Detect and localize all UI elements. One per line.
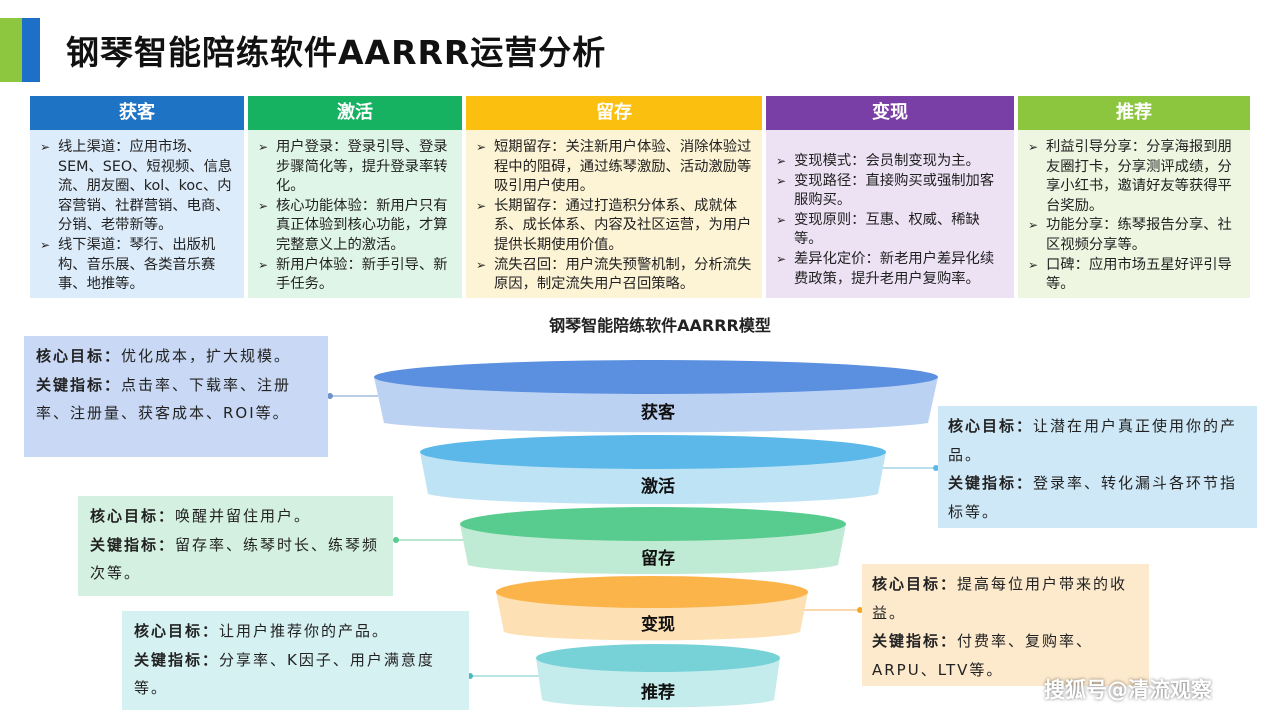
stage-header: 推荐 <box>1018 96 1250 130</box>
funnel-tier-retention: 留存 <box>460 507 846 575</box>
goal-box-referral: 核心目标：让用户推荐你的产品。 关键指标：分享率、K因子、用户满意度等。 <box>122 611 469 710</box>
metric-label: 关键指标： <box>872 632 958 650</box>
stage-column-referral: 推荐 利益引导分享：分享海报到朋友圈打卡，分享测评成绩，分享小红书，邀请好友等获… <box>1018 96 1250 298</box>
stage-description: 利益引导分享：分享海报到朋友圈打卡，分享测评成绩，分享小红书，邀请好友等获得平台… <box>1018 130 1250 298</box>
funnel-tier-top <box>496 576 808 608</box>
stage-item: 差异化定价：新老用户差异化续费政策，提升老用户复购率。 <box>776 250 1008 289</box>
metric-text: 付费率、复购率、ARPU、LTV等。 <box>872 632 1094 679</box>
stage-description: 短期留存：关注新用户体验、消除体验过程中的阻碍，通过练琴激励、活动激励等吸引用户… <box>466 130 762 298</box>
metric-label: 关键指标： <box>134 650 220 669</box>
funnel-tier-top <box>420 435 886 469</box>
stage-item: 口碑：应用市场五星好评引导等。 <box>1028 256 1244 295</box>
page-title: 钢琴智能陪练软件AARRR运营分析 <box>66 33 607 72</box>
metric-label: 关键指标： <box>90 535 176 554</box>
stage-item: 线下渠道：琴行、出版机构、音乐展、各类音乐赛事、地推等。 <box>40 236 238 295</box>
stage-item: 功能分享：练琴报告分享、社区视频分享等。 <box>1028 216 1244 255</box>
funnel-tier-top <box>460 507 846 541</box>
stage-item: 变现模式：会员制变现为主。 <box>776 152 1008 172</box>
goal-box-acquisition: 核心目标：优化成本，扩大规模。 关键指标：点击率、下载率、注册率、注册量、获客成… <box>24 336 328 457</box>
metric-text: 点击率、下载率、注册率、注册量、获客成本、ROI等。 <box>36 375 292 423</box>
goal-text: 让潜在用户真正使用你的产品。 <box>948 417 1238 464</box>
stage-header: 激活 <box>248 96 462 130</box>
stage-column-revenue: 变现 变现模式：会员制变现为主。 变现路径：直接购买或强制加客服购买。 变现原则… <box>766 96 1014 298</box>
stage-item: 线上渠道：应用市场、SEM、SEO、短视频、信息流、朋友圈、kol、koc、内容… <box>40 138 238 236</box>
connector-dot <box>933 465 939 471</box>
goal-box-retention: 核心目标：唤醒并留住用户。 关键指标：留存率、练琴时长、练琴频次等。 <box>78 496 393 596</box>
funnel-tier-referral: 推荐 <box>536 644 780 708</box>
funnel-tier-label: 变现 <box>641 614 675 635</box>
stage-header: 留存 <box>466 96 762 130</box>
stage-item: 利益引导分享：分享海报到朋友圈打卡，分享测评成绩，分享小红书，邀请好友等获得平台… <box>1028 138 1244 216</box>
goal-label: 核心目标： <box>872 575 958 593</box>
metric-text: 分享率、K因子、用户满意度等。 <box>134 650 435 698</box>
goal-box-revenue: 核心目标：提高每位用户带来的收益。 关键指标：付费率、复购率、ARPU、LTV等… <box>862 564 1149 686</box>
watermark: 搜狐号@清流观察 <box>1044 678 1212 702</box>
stage-description: 用户登录：登录引导、登录步骤简化等，提升登录率转化。 核心功能体验：新用户只有真… <box>248 130 462 298</box>
title-accent-blue <box>22 18 40 82</box>
connector-dot <box>857 607 863 613</box>
metric-text: 留存率、练琴时长、练琴频次等。 <box>90 535 380 583</box>
funnel-tier-revenue: 变现 <box>496 576 808 641</box>
funnel-tier-label: 获客 <box>641 402 676 423</box>
stage-item: 长期留存：通过打造积分体系、成就体系、成长体系、内容及社区运营，为用户提供长期使… <box>476 197 756 256</box>
connector-dot <box>393 537 399 543</box>
goal-label: 核心目标： <box>90 507 176 525</box>
metric-text: 登录率、转化漏斗各环节指标等。 <box>948 474 1238 521</box>
stage-description: 变现模式：会员制变现为主。 变现路径：直接购买或强制加客服购买。 变现原则：互惠… <box>766 130 1014 298</box>
stage-column-retention: 留存 短期留存：关注新用户体验、消除体验过程中的阻碍，通过练琴激励、活动激励等吸… <box>466 96 762 298</box>
goal-label: 核心目标： <box>134 622 220 640</box>
goal-box-activation: 核心目标：让潜在用户真正使用你的产品。 关键指标：登录率、转化漏斗各环节指标等。 <box>938 406 1257 528</box>
connector-dot <box>327 393 333 399</box>
goal-label: 核心目标： <box>948 417 1034 435</box>
funnel-tier-top <box>536 644 780 672</box>
stage-header: 变现 <box>766 96 1014 130</box>
stage-item: 核心功能体验：新用户只有真正体验到核心功能，才算完整意义上的激活。 <box>258 197 456 256</box>
metric-label: 关键指标： <box>948 474 1034 492</box>
stage-item: 用户登录：登录引导、登录步骤简化等，提升登录率转化。 <box>258 138 456 197</box>
goal-text: 提高每位用户带来的收益。 <box>872 575 1128 622</box>
funnel-tier-body <box>536 658 780 708</box>
goal-text: 唤醒并留住用户。 <box>175 507 312 525</box>
stage-header: 获客 <box>30 96 244 130</box>
model-title: 钢琴智能陪练软件AARRR模型 <box>549 316 771 335</box>
goal-text: 让用户推荐你的产品。 <box>219 622 390 640</box>
funnel-tier-acquisition: 获客 <box>374 360 938 433</box>
stage-item: 短期留存：关注新用户体验、消除体验过程中的阻碍，通过练琴激励、活动激励等吸引用户… <box>476 138 756 197</box>
stage-item: 变现路径：直接购买或强制加客服购买。 <box>776 172 1008 211</box>
metric-label: 关键指标： <box>36 375 122 394</box>
stage-column-acquisition: 获客 线上渠道：应用市场、SEM、SEO、短视频、信息流、朋友圈、kol、koc… <box>30 96 244 298</box>
goal-text: 优化成本，扩大规模。 <box>121 347 292 365</box>
funnel-tier-label: 推荐 <box>641 682 675 703</box>
stage-item: 流失召回：用户流失预警机制，分析流失原因，制定流失用户召回策略。 <box>476 256 756 295</box>
stage-description: 线上渠道：应用市场、SEM、SEO、短视频、信息流、朋友圈、kol、koc、内容… <box>30 130 244 298</box>
funnel-tier-top <box>374 360 938 394</box>
funnel-tier-activation: 激活 <box>420 435 886 505</box>
funnel-tier-label: 激活 <box>641 476 675 497</box>
stage-item: 变现原则：互惠、权威、稀缺等。 <box>776 211 1008 250</box>
title-accent-green <box>0 18 22 82</box>
stage-item: 新用户体验：新手引导、新手任务。 <box>258 256 456 295</box>
funnel-tier-label: 留存 <box>641 548 675 569</box>
goal-label: 核心目标： <box>36 347 122 365</box>
stage-column-activation: 激活 用户登录：登录引导、登录步骤简化等，提升登录率转化。 核心功能体验：新用户… <box>248 96 462 298</box>
